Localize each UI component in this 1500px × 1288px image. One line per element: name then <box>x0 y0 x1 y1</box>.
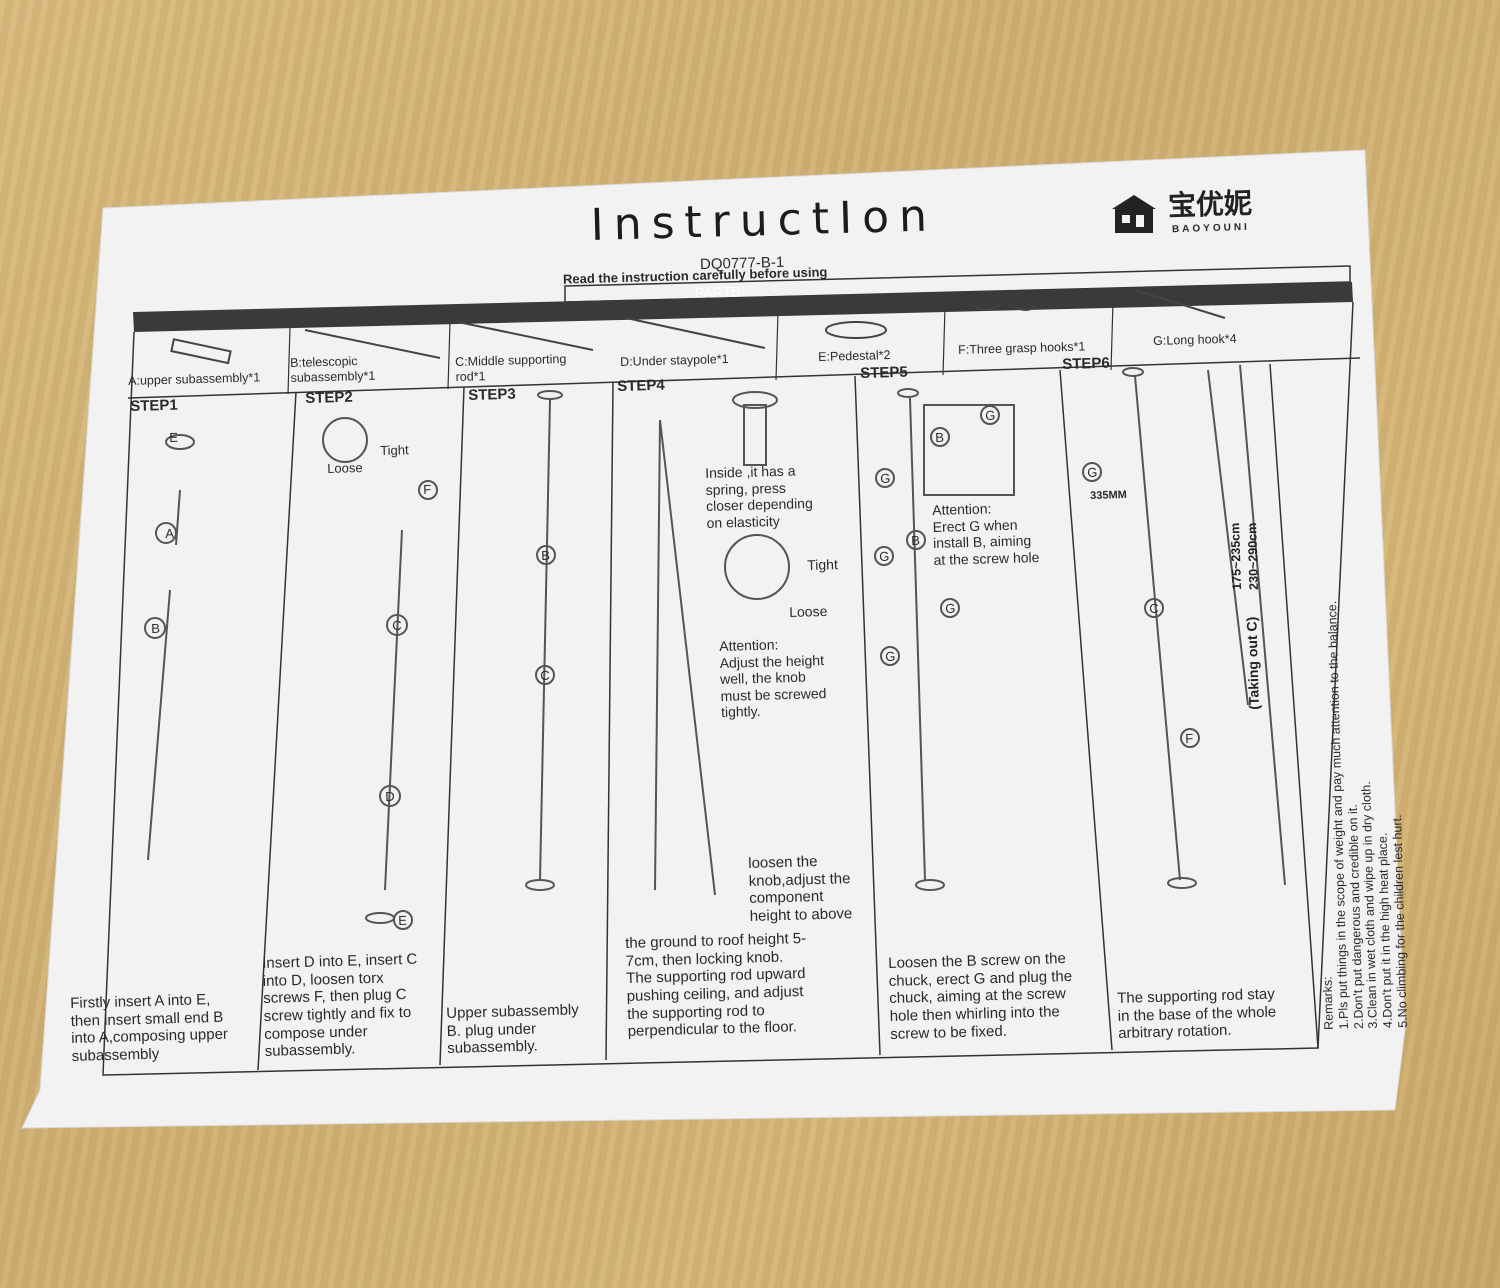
part-e-label: E:Pedestal*2 <box>818 347 891 364</box>
step4-loose-label: Loose <box>789 602 828 620</box>
step2-text: Insert D into E, insert C into D, loosen… <box>262 950 418 1061</box>
step1-text: Firstly insert A into E, then insert sma… <box>70 991 229 1066</box>
part-d-label: D:Under staypole*1 <box>620 351 729 369</box>
step3-title: STEP3 <box>468 385 516 404</box>
label-b-step3: B <box>541 547 551 563</box>
step4-text: the ground to roof height 5- 7cm, then l… <box>625 929 807 1041</box>
label-b-step5: B <box>911 532 921 548</box>
page-title: InstructIon <box>590 190 938 251</box>
label-g-step5-a: G <box>880 470 891 486</box>
step5-title: STEP5 <box>860 363 908 382</box>
label-d-step2: D <box>385 788 395 804</box>
step2-title: STEP2 <box>305 388 353 407</box>
label-c-step3: C <box>540 667 550 683</box>
step5-attention-note: Attention: Erect G when install B, aimin… <box>932 500 1040 568</box>
step3-text: Upper subassembly B. plug under subassem… <box>446 1001 579 1058</box>
step6-size-175: 175~235cm <box>1228 522 1244 590</box>
label-e-step1: E <box>169 429 179 445</box>
step2-loose-label: Loose <box>327 460 363 476</box>
step4-title: STEP4 <box>617 376 665 395</box>
label-g-step5-b: G <box>879 548 890 564</box>
label-b-step5-detail: B <box>935 429 945 445</box>
label-b-step1: B <box>151 620 161 636</box>
label-f-step6: F <box>1185 730 1194 746</box>
brand-logo-text: 宝优妮 <box>1167 187 1253 222</box>
step6-title: STEP6 <box>1062 354 1110 373</box>
step4-tight-label: Tight <box>807 556 839 573</box>
label-g-step5-c: G <box>945 600 956 616</box>
step4-spring-note: Inside ,it has a spring, press closer de… <box>705 462 813 531</box>
step4-loosen-knob-note: loosen the knob,adjust the component hei… <box>748 853 853 926</box>
step1-title: STEP1 <box>130 396 178 415</box>
brand-logo-subtitle: BAOYOUNI <box>1171 221 1251 236</box>
label-g-step6: G <box>1087 464 1098 480</box>
label-f-step2: F <box>423 481 432 497</box>
parts-header: PARTS <box>694 283 741 301</box>
logo-house-icon <box>1112 195 1156 233</box>
label-g-step5-d: G <box>885 648 896 664</box>
step2-tight-label: Tight <box>380 442 409 458</box>
part-g-label: G:Long hook*4 <box>1153 331 1237 348</box>
label-a-step1: A <box>165 525 175 541</box>
step6-taking-out-note: (Taking out C) <box>1243 616 1262 710</box>
label-e-step2: E <box>398 912 408 928</box>
part-c-label: C:Middle supporting rod*1 <box>455 351 567 384</box>
label-g-step5-detail: G <box>985 407 996 423</box>
step4-attention-note: Attention: Adjust the height well, the k… <box>719 636 827 721</box>
label-c-step2: C <box>392 617 402 633</box>
label-c-step6: C <box>1149 600 1159 616</box>
step5-text: Loosen the B screw on the chuck, erect G… <box>888 950 1073 1043</box>
remarks-list: Remarks: 1.Pls put things in the scope o… <box>1320 600 1410 1030</box>
step6-size-230: 230~290cm <box>1245 522 1261 590</box>
step6-size-335: 335MM <box>1090 488 1128 502</box>
step6-text: The supporting rod stay in the base of t… <box>1117 985 1277 1043</box>
part-b-label: B:telescopic subassembly*1 <box>290 354 376 385</box>
